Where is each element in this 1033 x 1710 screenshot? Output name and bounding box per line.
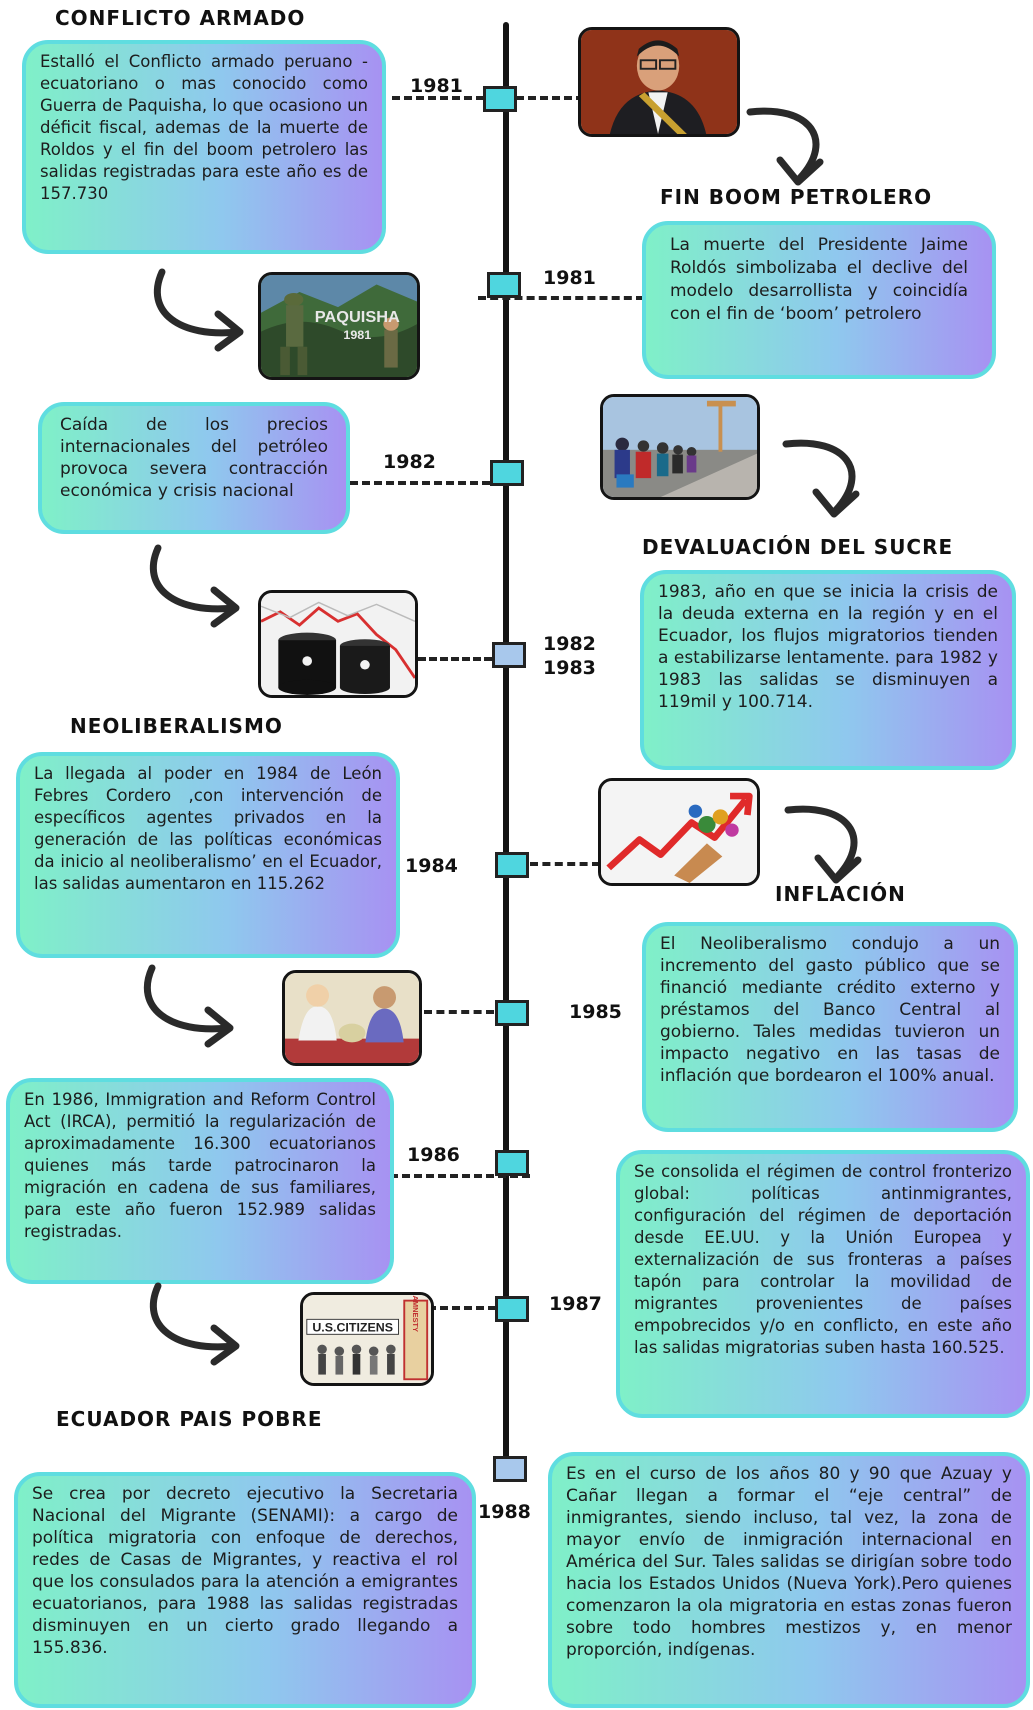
card-1981-roldos: La muerte del Presidente Jaime Roldós si… <box>642 221 996 379</box>
card-1986-irca: En 1986, Immigration and Reform Control … <box>6 1078 394 1284</box>
connector-1985 <box>424 1010 494 1014</box>
heading-conflicto-armado: CONFLICTO ARMADO <box>55 6 306 30</box>
card-1985-inflacion: El Neoliberalismo condujo a un increment… <box>642 922 1018 1132</box>
portrait-roldos-image <box>578 27 740 137</box>
card-1988-azuay-canar: Es en el curso de los años 80 y 90 que A… <box>548 1452 1030 1708</box>
migrants-queue-image <box>600 394 760 500</box>
curved-arrow-icon <box>782 439 860 518</box>
heading-neoliberalismo: NEOLIBERALISMO <box>70 714 283 738</box>
curved-arrow-icon <box>784 805 862 884</box>
year-label-1988: 1988 <box>478 1501 531 1523</box>
economy-cartoon-image <box>282 970 422 1066</box>
node-1987 <box>495 1296 529 1322</box>
connector-1986 <box>390 1174 530 1178</box>
curved-arrow-icon <box>143 964 234 1048</box>
paquisha-war-image: PAQUISHA 1981 <box>258 272 420 380</box>
node-1982 <box>490 460 524 486</box>
curved-arrow-icon <box>746 107 824 186</box>
connector-1982-1983 <box>418 657 492 661</box>
node-1982-1983 <box>492 642 526 668</box>
card-1981-conflicto: Estalló el Conflicto armado peruano -ecu… <box>22 40 386 254</box>
year-label-1983: 1983 <box>543 657 596 679</box>
connector-1987 <box>428 1306 496 1310</box>
connector-1982 <box>350 481 490 485</box>
curved-arrow-icon <box>149 544 240 628</box>
card-1983-deuda-externa: 1983, año en que se inicia la crisis de … <box>640 570 1016 770</box>
paquisha-caption: PAQUISHA <box>315 308 400 326</box>
year-label-1981-a: 1981 <box>410 75 463 97</box>
year-label-1986: 1986 <box>407 1144 460 1166</box>
heading-devaluacion-del-sucre: DEVALUACIÓN DEL SUCRE <box>642 535 954 559</box>
connector-1981-right <box>516 96 584 100</box>
year-label-1982-b: 1982 <box>543 633 596 655</box>
paquisha-year-caption: 1981 <box>343 328 371 342</box>
node-1984 <box>495 852 529 878</box>
card-1987-control-fronterizo: Se consolida el régimen de control front… <box>616 1150 1030 1418</box>
curved-arrow-icon <box>149 1282 240 1366</box>
curved-arrow-icon <box>153 268 244 352</box>
node-1985 <box>495 1000 529 1026</box>
year-label-1981-b: 1981 <box>543 267 596 289</box>
heading-fin-boom-petrolero: FIN BOOM PETROLERO <box>660 185 933 209</box>
connector-1981-left <box>392 96 484 100</box>
connector-1981b <box>478 296 644 300</box>
year-label-1985: 1985 <box>569 1001 622 1023</box>
timeline-axis <box>503 22 509 1482</box>
heading-inflacion: INFLACIÓN <box>775 882 906 906</box>
oil-barrels-image <box>258 590 418 698</box>
node-1981-a <box>483 86 517 112</box>
us-citizens-cartoon-image: U.S.CITIZENS AMNESTY <box>300 1292 434 1386</box>
us-citizens-caption: U.S.CITIZENS <box>312 1321 393 1335</box>
inflation-arrow-image <box>598 778 760 886</box>
card-1988-senami: Se crea por decreto ejecutivo la Secreta… <box>14 1472 476 1708</box>
card-1984-neoliberalismo: La llegada al poder en 1984 de León Febr… <box>16 752 400 958</box>
year-label-1987: 1987 <box>549 1293 602 1315</box>
heading-ecuador-pais-pobre: ECUADOR PAIS POBRE <box>56 1407 323 1431</box>
card-1982-caida-precios: Caída de los precios internacionales del… <box>38 402 350 534</box>
node-1988 <box>493 1456 527 1482</box>
year-label-1984: 1984 <box>405 855 458 877</box>
node-1986 <box>495 1150 529 1176</box>
node-1981-b <box>487 272 521 298</box>
year-label-1982: 1982 <box>383 451 436 473</box>
amnesty-caption: AMNESTY <box>411 1295 420 1332</box>
connector-1984 <box>530 862 600 866</box>
